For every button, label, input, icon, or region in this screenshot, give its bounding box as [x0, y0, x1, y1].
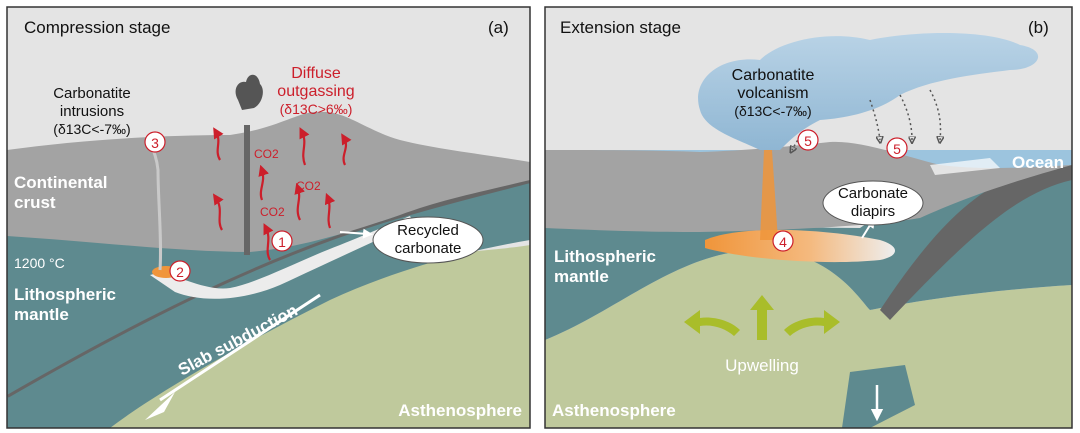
marker-5b-label: 5: [893, 141, 901, 157]
marker-1-label: 1: [278, 234, 286, 250]
red-arrow: [263, 223, 274, 261]
panel-b-plume: [698, 33, 1039, 150]
panel-b-tag: (b): [1028, 18, 1049, 37]
panel-a-tag: (a): [488, 18, 509, 37]
marker-4: [772, 230, 794, 252]
panel-b-conduit: [760, 150, 778, 240]
panel-a-subduction-arrowhead: [145, 392, 175, 420]
marker-4-label: 4: [779, 234, 787, 250]
recycled-carbonate-label-1: Recycled: [397, 222, 459, 239]
panel-a-outgassing-arrows: [212, 127, 352, 261]
intrusions-label-2: intrusions: [60, 103, 124, 120]
green-arrow-up: [750, 295, 774, 340]
continental-crust-label-2: crust: [14, 193, 56, 212]
lithospheric-mantle-label-2: mantle: [14, 305, 69, 324]
red-arrow: [213, 127, 224, 161]
green-arrow-right: [784, 310, 840, 336]
panel-a: Compression stage (a) Carbonatite intrus…: [6, 6, 531, 429]
panel-a-continental-crust-region: [7, 111, 530, 252]
panel-a-carbonate-layer: [150, 216, 414, 299]
gray-arrow: [869, 99, 880, 140]
continental-crust-label-1: Continental: [14, 173, 108, 192]
panel-b-slab: [880, 165, 1072, 320]
panel-b-upwelling-arrows: [684, 295, 840, 340]
carbonate-diapirs-label-2: diapirs: [851, 203, 895, 220]
marker-5a-label: 5: [804, 133, 812, 149]
marker-3: [144, 131, 166, 153]
red-arrow: [258, 164, 269, 201]
panel-b: Extension stage (b) Carbonatite volcanis…: [544, 6, 1073, 429]
carbonate-diapirs-bubble: [822, 180, 924, 226]
temperature-label: 1200 °C: [14, 255, 65, 271]
marker-2-label: 2: [176, 264, 184, 280]
co2-label-3: CO2: [260, 205, 285, 219]
red-arrow: [324, 192, 336, 229]
carbonate-diapirs-label-1: Carbonate: [838, 185, 908, 202]
red-arrow: [299, 127, 310, 166]
panel-b-fallout-arrows: [792, 89, 941, 150]
panel-b-sinking-block: [842, 365, 915, 428]
green-arrow-left: [684, 310, 740, 336]
ocean-label: Ocean: [1012, 153, 1064, 172]
marker-3-label: 3: [151, 135, 159, 151]
red-arrow: [212, 193, 224, 231]
panel-a-smoke: [235, 74, 263, 110]
panel-a-conduit: [244, 125, 250, 255]
outgassing-label-1: Diffuse: [291, 65, 341, 82]
volcanism-label-2: volcanism: [737, 85, 808, 102]
co2-label-1: CO2: [254, 147, 279, 161]
panel-b-asthenosphere-region: [545, 250, 1072, 428]
panel-a-subduction-arrow: [159, 293, 321, 402]
red-arrow: [294, 182, 305, 221]
co2-label-2: CO2: [296, 179, 321, 193]
lithospheric-mantle-label-1: Lithospheric: [14, 285, 116, 304]
panel-a-lithospheric-mantle-region: [7, 215, 400, 395]
panel-b-sediment: [930, 158, 1000, 175]
red-arrow: [341, 133, 352, 166]
outgassing-delta: (δ13C>6‰): [280, 101, 353, 117]
panel-b-continental-crust-region: [545, 141, 1072, 232]
panel-b-frame: [544, 6, 1073, 429]
panel-a-slab-top: [7, 177, 530, 398]
marker-1: [271, 230, 293, 252]
lithospheric-mantle-label-b-1: Lithospheric: [554, 247, 656, 266]
intrusions-delta: (δ13C<-7‰): [53, 121, 130, 137]
volcanism-label-1: Carbonatite: [732, 67, 815, 84]
intrusions-label-1: Carbonatite: [53, 85, 131, 102]
panel-a-frame: [6, 6, 531, 429]
panel-b-magma-body: [705, 229, 895, 263]
panel-a-title: Compression stage: [24, 18, 170, 37]
recycled-carbonate-label-2: carbonate: [395, 240, 462, 257]
upwelling-label: Upwelling: [725, 356, 799, 375]
marker-5a: [797, 129, 819, 151]
panel-a-recycled-arrow: [339, 228, 373, 239]
panel-b-title: Extension stage: [560, 18, 681, 37]
volcanism-delta: (δ13C<-7‰): [734, 103, 811, 119]
marker-2: [169, 260, 191, 282]
asthenosphere-label-b: Asthenosphere: [552, 401, 676, 420]
outgassing-label-2: outgassing: [277, 83, 354, 100]
recycled-carbonate-bubble: [372, 216, 484, 264]
marker-5b: [886, 137, 908, 159]
asthenosphere-label-a: Asthenosphere: [398, 401, 522, 420]
lithospheric-mantle-label-b-2: mantle: [554, 267, 609, 286]
